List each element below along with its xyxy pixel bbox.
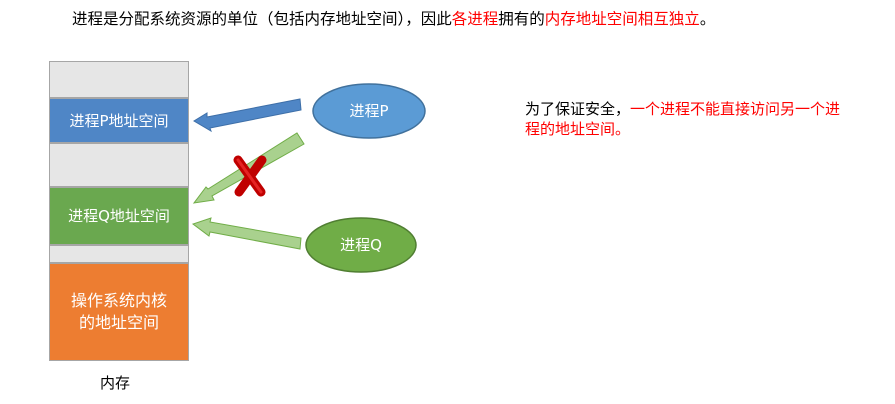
process-p-node: 进程P — [312, 83, 426, 139]
title-part1: 进程是分配系统资源的单位（包括内存地址空间），因此 — [72, 10, 452, 28]
title-red1: 各进程 — [451, 10, 499, 28]
arrow-q-to-q-space — [191, 217, 302, 250]
cross-icon — [233, 155, 267, 197]
memory-block-process-p: 进程P地址空间 — [49, 98, 189, 143]
memory-label: 内存 — [100, 374, 131, 392]
security-note: 为了保证安全，一个进程不能直接访问另一个进程的地址空间。 — [525, 99, 855, 139]
memory-block-process-q-label: 进程Q地址空间 — [68, 207, 170, 225]
memory-gap-bottom — [49, 245, 189, 263]
arrow-p-to-p-space — [193, 98, 302, 133]
note-red: 一个进程不能直接访问另一个进程的地址空间。 — [525, 100, 841, 138]
title-end: 。 — [699, 10, 716, 28]
process-p-label: 进程P — [349, 102, 388, 120]
note-black: 为了保证安全， — [525, 100, 631, 118]
memory-gap-middle — [49, 143, 189, 187]
process-q-node: 进程Q — [305, 217, 417, 273]
memory-diagram: 进程P地址空间 进程Q地址空间 操作系统内核的地址空间 — [49, 61, 189, 361]
process-q-label: 进程Q — [340, 236, 382, 254]
title-red2: 内存地址空间相互独立 — [544, 10, 700, 28]
memory-block-process-p-label: 进程P地址空间 — [69, 111, 169, 130]
title-part2: 拥有的 — [498, 10, 545, 28]
memory-block-kernel-label: 操作系统内核的地址空间 — [70, 291, 167, 332]
page-title: 进程是分配系统资源的单位（包括内存地址空间），因此各进程拥有的内存地址空间相互独… — [72, 8, 872, 30]
memory-gap-top — [49, 61, 189, 98]
memory-block-process-q: 进程Q地址空间 — [49, 187, 189, 245]
memory-block-kernel: 操作系统内核的地址空间 — [49, 263, 189, 361]
